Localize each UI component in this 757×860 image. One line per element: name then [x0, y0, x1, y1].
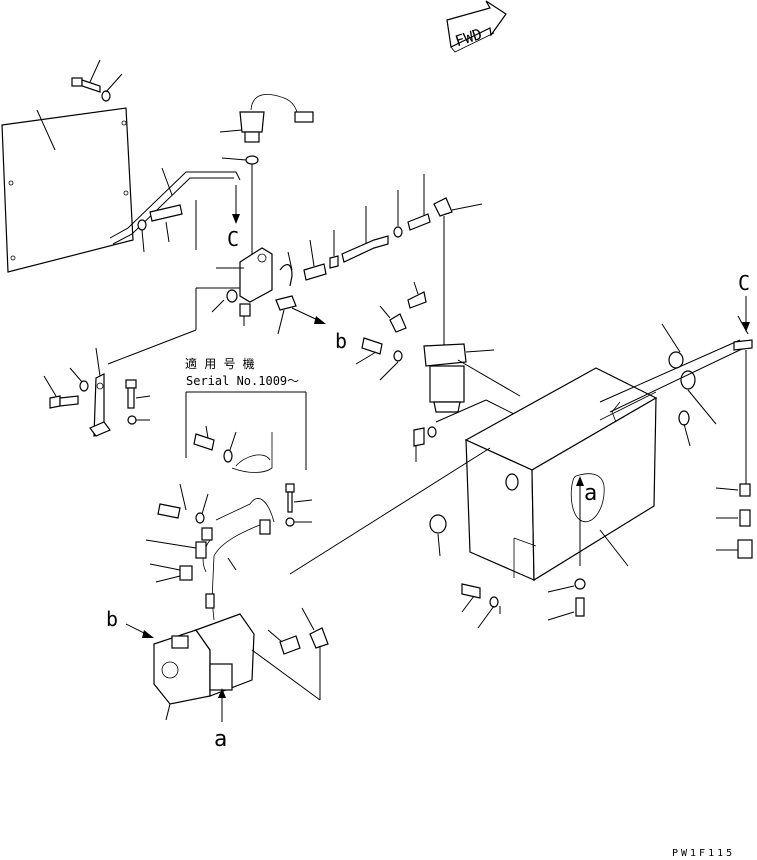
connector-b-lower-label: b	[106, 607, 118, 631]
pump-unit	[153, 607, 329, 721]
hydraulic-tank	[464, 367, 658, 582]
block-valve	[107, 247, 273, 365]
arrow-to-b-lower: b	[106, 607, 154, 638]
connector-b-upper-label: b	[335, 329, 347, 353]
filter-fittings	[355, 281, 427, 381]
serial-note-line2: Serial No.1009～	[186, 374, 299, 388]
block-fittings	[211, 289, 297, 335]
connector-c-right-label: C	[738, 271, 750, 295]
serial-note-line1: 適 用 号 機	[185, 356, 255, 371]
tank-bolts	[461, 578, 586, 629]
bolt-top-left	[71, 59, 123, 102]
tank-fittings	[413, 315, 749, 557]
serial-note: 適 用 号 機 Serial No.1009～	[185, 356, 307, 473]
mounting-bracket	[43, 347, 151, 437]
hose-line	[279, 174, 483, 346]
wiring-harness	[145, 447, 491, 621]
drawing-code: PW1F115	[672, 848, 735, 859]
cover-plate	[1, 107, 134, 273]
connector-a-tank-label: a	[584, 481, 597, 506]
connector-c-label: C	[227, 227, 239, 251]
fwd-arrow: FWD	[446, 0, 507, 53]
arrow-to-c: C	[227, 185, 240, 251]
filter-assembly	[423, 343, 527, 423]
arrow-to-b-upper: b	[291, 307, 347, 353]
pressure-switch	[219, 94, 314, 255]
arrow-a-lower: a	[214, 688, 227, 752]
right-pipe: C	[715, 271, 753, 559]
pipe-assembly	[109, 167, 241, 253]
connector-a-lower-label: a	[214, 727, 227, 752]
arrow-a-tank: a	[570, 473, 629, 567]
